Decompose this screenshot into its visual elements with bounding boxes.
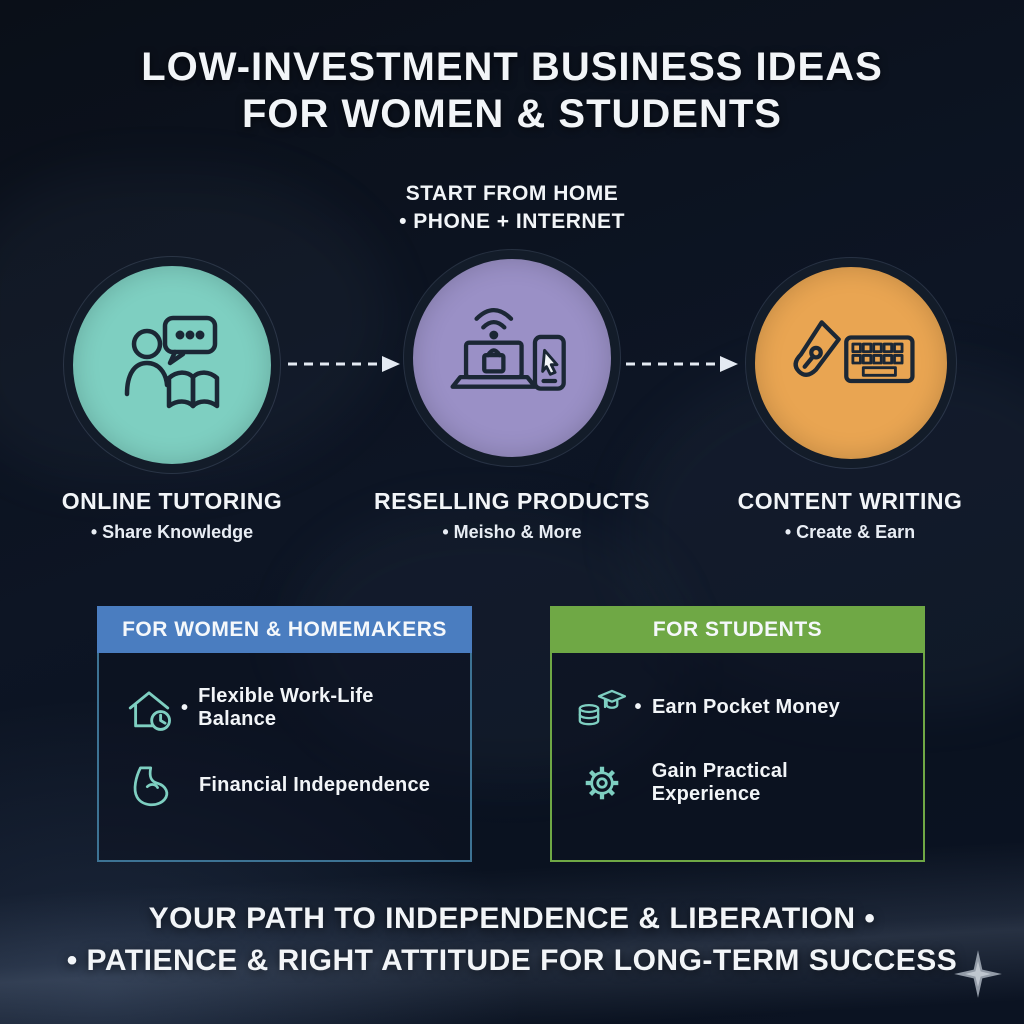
footer-line-2: • PATIENCE & RIGHT ATTITUDE FOR LONG-TER…	[66, 944, 958, 977]
benefit-label: Financial Independence	[199, 773, 431, 796]
panel-header: FOR STUDENTS	[550, 606, 925, 653]
gear-icon	[576, 759, 628, 807]
step-tagline: • Create & Earn	[784, 522, 916, 542]
panel-body: • Earn Pocket Money	[552, 653, 923, 807]
subtitle-line-1: START FROM HOME	[405, 182, 619, 205]
step-name: RESELLING PRODUCTS	[373, 488, 651, 514]
flexed-arm-icon	[123, 761, 175, 809]
panel-body: • Flexible Work-Life Balance Financial I…	[99, 653, 470, 809]
step-circle-content-writing	[746, 258, 956, 468]
step-name: ONLINE TUTORING	[61, 488, 283, 514]
benefit-item: • Earn Pocket Money	[576, 683, 899, 731]
pen-keyboard-icon	[780, 311, 922, 415]
benefit-item: Gain Practical Experience	[576, 759, 899, 807]
step-label-online-tutoring: ONLINE TUTORING • Share Knowledge	[12, 488, 332, 543]
home-clock-icon	[123, 683, 175, 733]
footer-line-1: YOUR PATH TO INDEPENDENCE & LIBERATION •	[148, 902, 876, 935]
tutor-chat-book-icon	[110, 306, 234, 424]
benefit-item: • Flexible Work-Life Balance	[123, 683, 446, 733]
step-name: CONTENT WRITING	[737, 488, 963, 514]
benefit-label: Flexible Work-Life Balance	[198, 685, 374, 730]
bullet: •	[181, 696, 189, 719]
step-label-content-writing: CONTENT WRITING • Create & Earn	[690, 488, 1010, 543]
sparkle-icon	[954, 950, 1002, 998]
step-tagline: • Share Knowledge	[90, 522, 254, 542]
benefit-item: Financial Independence	[123, 761, 446, 809]
graduation-coins-icon	[576, 683, 628, 731]
title-line-1: LOW-INVESTMENT BUSINESS IDEAS	[141, 45, 883, 89]
panel-women-homemakers: FOR WOMEN & HOMEMAKERS • Flexible Work-L…	[97, 606, 472, 862]
step-circle-online-tutoring	[64, 257, 280, 473]
title-line-2: FOR WOMEN & STUDENTS	[242, 92, 782, 136]
laptop-phone-shopping-icon	[445, 300, 579, 416]
subtitle: START FROM HOME • PHONE + INTERNET	[0, 180, 1024, 236]
footer-message: YOUR PATH TO INDEPENDENCE & LIBERATION •…	[0, 898, 1024, 982]
dashed-arrow	[626, 356, 738, 372]
step-circle-reselling-products	[404, 250, 620, 466]
panel-header: FOR WOMEN & HOMEMAKERS	[97, 606, 472, 653]
benefit-label: Gain Practical Experience	[651, 760, 788, 805]
page-title: LOW-INVESTMENT BUSINESS IDEAS FOR WOMEN …	[0, 44, 1024, 138]
dashed-arrow	[288, 356, 400, 372]
step-tagline: • Meisho & More	[442, 522, 582, 542]
subtitle-line-2: • PHONE + INTERNET	[399, 210, 625, 233]
step-label-reselling-products: RESELLING PRODUCTS • Meisho & More	[352, 488, 672, 543]
benefit-label: Earn Pocket Money	[652, 695, 840, 718]
bullet: •	[634, 695, 642, 718]
panel-students: FOR STUDENTS • E	[550, 606, 925, 862]
